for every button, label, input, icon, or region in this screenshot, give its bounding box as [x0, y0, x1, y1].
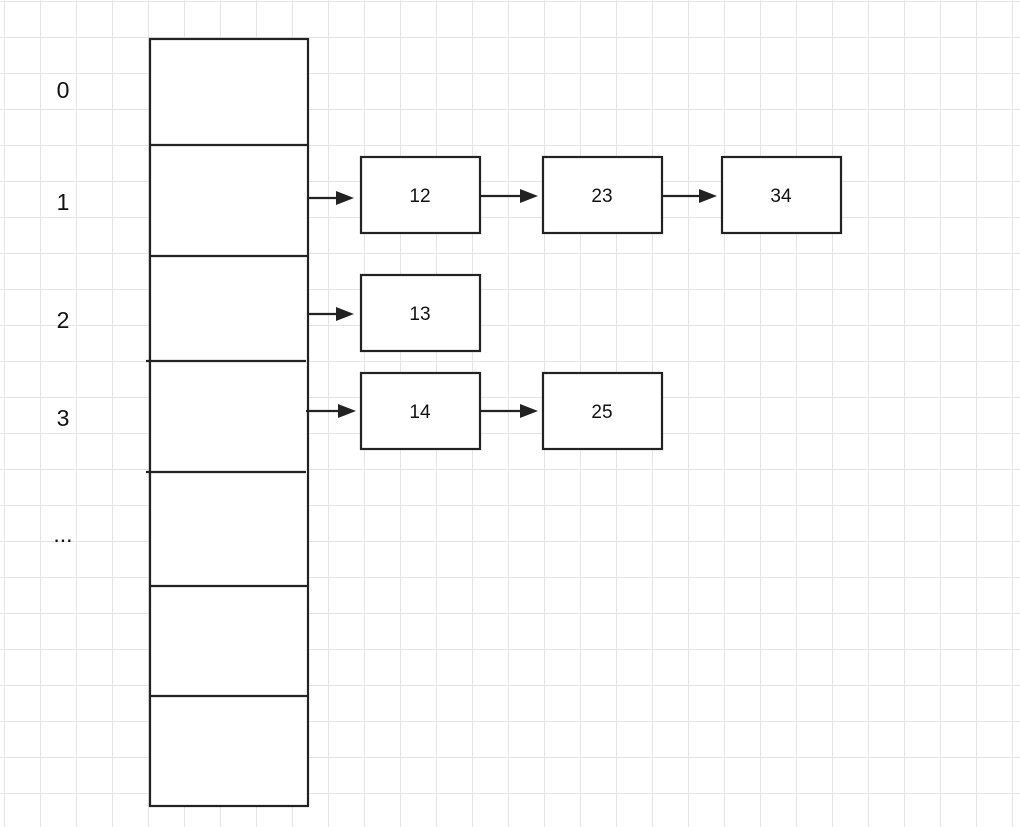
index-label-ellipsis: ... — [53, 521, 72, 547]
arrowhead-icon — [338, 404, 356, 418]
node-34-label: 34 — [770, 186, 792, 207]
node-23 — [541, 155, 664, 235]
chain-bucket-3: 14 25 — [306, 371, 664, 451]
arrowhead-icon — [336, 307, 354, 321]
node-25 — [541, 371, 664, 451]
chain-bucket-1: 12 23 34 — [308, 155, 843, 235]
node-23-label: 23 — [591, 186, 612, 207]
arrowhead-icon — [699, 189, 717, 203]
bucket-array — [146, 37, 310, 808]
node-34 — [720, 155, 843, 235]
arrowhead-icon — [336, 191, 354, 205]
node-14 — [359, 371, 482, 451]
bucket-array-frame — [148, 37, 310, 808]
node-14-label: 14 — [409, 402, 431, 423]
node-13-label: 13 — [409, 304, 430, 325]
node-25-label: 25 — [591, 402, 612, 423]
index-label-0: 0 — [57, 77, 70, 103]
node-13 — [359, 273, 482, 353]
index-label-3: 3 — [57, 405, 70, 431]
index-label-1: 1 — [57, 189, 70, 215]
node-12 — [359, 155, 482, 235]
chain-bucket-2: 13 — [308, 273, 482, 353]
node-12-label: 12 — [409, 186, 430, 207]
arrowhead-icon — [520, 189, 538, 203]
arrowhead-icon — [520, 404, 538, 418]
index-label-2: 2 — [57, 307, 70, 333]
